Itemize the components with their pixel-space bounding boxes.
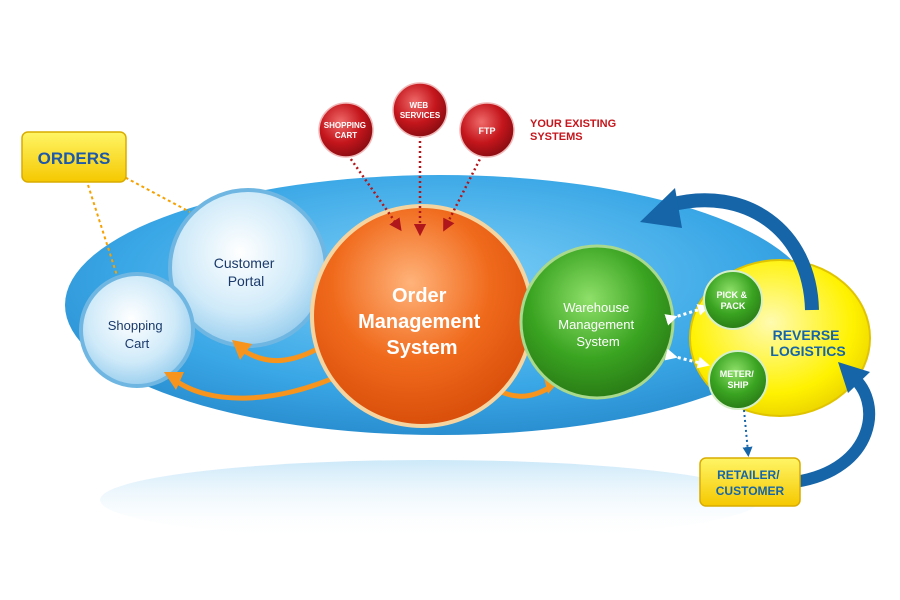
orders-box [21,131,127,183]
retailer-customer-line-2: CUSTOMER [716,484,785,498]
order-management-line-1: Order [392,285,447,307]
orders-to-portal-line [114,171,191,213]
ellipse-reflection [100,460,760,540]
shopping-cart-line-1: Shopping [108,318,163,333]
existing-ftp-label: FTP [479,126,496,136]
retailer-customer-box [699,457,801,507]
existing-web-services-line-1: WEB [410,101,429,110]
your-existing-systems-label: YOUR EXISTING SYSTEMS [530,118,619,143]
order-management-label: Order Management System [358,285,486,359]
existing-web-services-circle [392,82,448,138]
existing-web-services-label: WEB SERVICES [400,101,441,120]
pick-pack-line-1: PICK & [716,290,747,300]
existing-shopping-cart-label: SHOPPING CART [324,121,368,140]
your-existing-systems-line-1: YOUR EXISTING [530,118,616,130]
meter-ship-line-1: METER/ [720,369,755,379]
retailer-customer-line-1: RETAILER/ [717,468,780,482]
your-existing-systems-line-2: SYSTEMS [530,131,583,143]
pick-pack-label: PICK & PACK [716,290,749,311]
reverse-logistics-label: REVERSE LOGISTICS [770,327,845,359]
reverse-logistics-arrow-bottom-head [838,362,870,393]
customer-portal-label: Customer Portal [214,255,279,289]
order-management-line-2: Management [358,311,481,333]
reverse-logistics-line-1: REVERSE [773,327,840,343]
existing-web-services-line-2: SERVICES [400,111,441,120]
warehouse-management-line-1: Warehouse [563,300,629,315]
shopping-cart-label: Shopping Cart [108,318,167,351]
warehouse-management-line-2: Management [558,317,634,332]
orders-label: ORDERS [38,149,111,168]
order-management-line-3: System [386,337,457,359]
existing-shopping-cart-line-2: CART [335,131,357,140]
meter-ship-circle [708,350,768,410]
shopping-cart-circle [79,272,195,388]
shopping-cart-line-2: Cart [125,336,150,351]
existing-ftp-connector [443,154,484,232]
customer-portal-line-1: Customer [214,255,275,271]
meter-ship-label: METER/ SHIP [720,369,757,390]
existing-shopping-cart-line-1: SHOPPING [324,121,366,130]
warehouse-management-label: Warehouse Management System [558,300,638,349]
existing-shopping-cart-circle [318,102,374,158]
reverse-logistics-arrow-top-head [640,188,682,228]
meter-ship-line-2: SHIP [727,380,748,390]
pick-pack-line-2: PACK [721,301,746,311]
meter-retailer-connector [742,409,753,457]
reverse-logistics-arrow-top [668,193,819,311]
reverse-logistics-line-2: LOGISTICS [770,343,845,359]
retailer-customer-label: RETAILER/ CUSTOMER [716,468,785,498]
customer-portal-line-2: Portal [228,273,265,289]
cart-oms-arrow [170,373,340,401]
cart-oms-arrow-head-left [164,372,184,390]
portal-oms-arrow-head-left [232,340,252,360]
pick-pack-circle [703,270,763,330]
existing-ftp-circle [459,102,515,158]
reverse-logistics-arrow-bottom [793,370,876,488]
warehouse-management-line-3: System [576,334,619,349]
